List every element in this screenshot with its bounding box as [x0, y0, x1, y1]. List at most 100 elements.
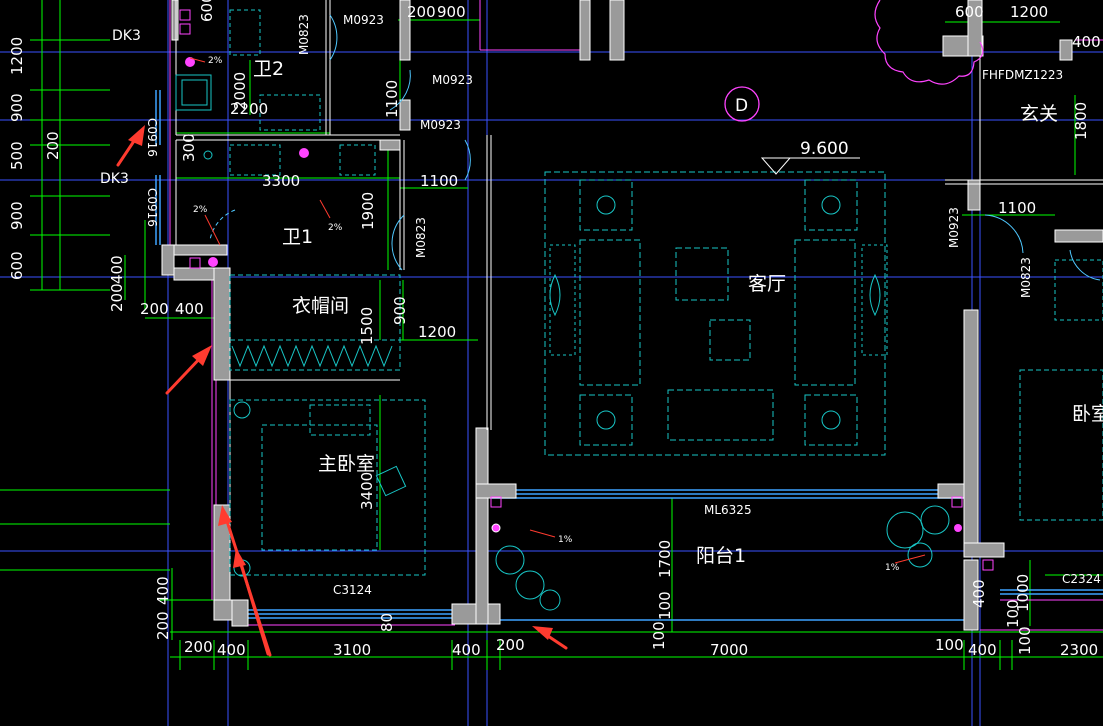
- furniture-bath: [175, 9, 1103, 521]
- label-m0923-right: M0923: [947, 207, 961, 248]
- dim-bot-100a: 100: [935, 636, 964, 654]
- annotation-arrows: [116, 125, 568, 657]
- room-label-zhuwo: 主卧室: [318, 453, 375, 475]
- dim-top-900: 900: [437, 3, 466, 21]
- dim-400r: 400: [970, 579, 988, 608]
- dims-top: 200 900 600 1200 400: [407, 3, 1101, 51]
- dim-300: 300: [180, 133, 198, 162]
- dim-600: 600: [198, 0, 216, 22]
- dim-100r: 100: [1004, 599, 1022, 628]
- elevation-marker: [760, 157, 860, 175]
- dim-200l: 200: [154, 611, 172, 640]
- furniture-bedroom: [229, 274, 426, 576]
- axis-bubble: [724, 86, 760, 122]
- dim-bot-7000: 7000: [710, 641, 748, 659]
- dim-bot-400b: 400: [452, 641, 481, 659]
- dim-left-1200: 1200: [8, 37, 26, 75]
- dim-top-1200: 1200: [1010, 3, 1048, 21]
- label-slope-1: 2%: [208, 56, 223, 66]
- label-slope-3: 2%: [193, 205, 208, 215]
- label-c2324: C2324: [1062, 572, 1101, 586]
- label-fhfdmz: FHFDMZ1223: [982, 68, 1063, 82]
- dim-1500: 1500: [358, 307, 376, 345]
- dim-left-600: 600: [8, 251, 26, 280]
- label-m0823-right: M0823: [1019, 257, 1033, 298]
- axis-label-d: D: [735, 96, 748, 116]
- dims-interior: 2000 2200 1100 300 3300 1100 1900 200 40…: [140, 0, 1090, 650]
- dim-top-400: 400: [1072, 33, 1101, 51]
- dim-bot-2300: 2300: [1060, 641, 1098, 659]
- dim-2000: 2000: [231, 72, 249, 110]
- dim-200-400-b: 400: [175, 300, 204, 318]
- label-elevation: 9.600: [800, 139, 849, 159]
- dim-left-500: 500: [8, 141, 26, 170]
- dim-left-400a: 400: [108, 255, 126, 284]
- dim-bot-400a: 400: [217, 641, 246, 659]
- dim-left-200: 200: [44, 131, 62, 160]
- furniture-living: [544, 171, 886, 456]
- dim-left-200b: 200: [108, 283, 126, 312]
- dim-left-900b: 900: [8, 201, 26, 230]
- walls: [161, 0, 1103, 631]
- dim-400l: 400: [154, 576, 172, 605]
- dim-1200: 1200: [418, 323, 456, 341]
- label-m0823-b: M0823: [414, 217, 428, 258]
- dims-bottom: 200 400 3100 400 200 7000 100 400 2300 1…: [184, 626, 1098, 659]
- dim-bot-3100: 3100: [333, 641, 371, 659]
- windows: [155, 90, 1103, 621]
- room-label-xuanguan: 玄关: [1020, 103, 1058, 125]
- dim-900: 900: [391, 296, 409, 325]
- label-c0916-b: C0916: [145, 188, 159, 227]
- dim-bot-200b: 200: [496, 636, 525, 654]
- dim-1000: 1000: [1014, 574, 1032, 612]
- dim-200-400-a: 200: [140, 300, 169, 318]
- dim-1800: 1800: [1072, 102, 1090, 140]
- room-label-wei2: 卫2: [253, 58, 284, 80]
- room-label-yimao: 衣帽间: [292, 295, 349, 317]
- room-label-wo: 卧室: [1072, 403, 1103, 425]
- dim-2200: 2200: [230, 100, 268, 118]
- label-ml6325: ML6325: [704, 503, 752, 517]
- dim-3300: 3300: [262, 172, 300, 190]
- furniture-living-solid: [549, 195, 888, 430]
- room-label-yangtai: 阳台1: [696, 545, 746, 567]
- furniture-bedroom-solid: [231, 344, 407, 577]
- label-m0823-a: M0823: [297, 14, 311, 55]
- dim-100v: 100: [656, 591, 674, 620]
- label-m0923-c: M0923: [420, 118, 461, 132]
- label-dk3-top: DK3: [112, 28, 141, 44]
- slope-arrows: [189, 57, 926, 564]
- dim-bot-400c: 400: [968, 641, 997, 659]
- dim-top-600: 600: [955, 3, 984, 21]
- label-slope-4: 1%: [558, 535, 573, 545]
- vertical-labels: M0823 M0823 C0916 C0916 M0923 M0823: [145, 14, 1033, 298]
- dim-3400: 3400: [358, 472, 376, 510]
- dimension-lines: [0, 0, 1103, 670]
- dim-1900: 1900: [359, 192, 377, 230]
- plant-icons: [495, 505, 950, 611]
- fixtures: [179, 9, 994, 571]
- dim-1700: 1700: [656, 540, 674, 578]
- label-m0923-a: M0923: [343, 13, 384, 27]
- room-label-wei1: 卫1: [282, 226, 313, 248]
- room-label-keting: 客厅: [748, 273, 786, 295]
- dim-top-200: 200: [407, 3, 436, 21]
- dim-bot-200a: 200: [184, 638, 213, 656]
- door-swings: [209, 14, 1101, 281]
- tree-cloud: [874, 0, 984, 85]
- dim-1100r: 1100: [998, 199, 1036, 217]
- dim-1100a: 1100: [383, 80, 401, 118]
- dim-100v2: 100: [650, 621, 668, 650]
- dim-80: 80: [378, 613, 396, 632]
- label-c3124: C3124: [333, 583, 372, 597]
- label-dk3-mid: DK3: [100, 171, 129, 187]
- dim-bot-100b: 100: [1016, 626, 1034, 655]
- label-m0923-b: M0923: [432, 73, 473, 87]
- label-slope-2: 2%: [328, 223, 343, 233]
- label-slope-5: 1%: [885, 563, 900, 573]
- label-c0916-a: C0916: [145, 118, 159, 157]
- dim-1100b: 1100: [420, 172, 458, 190]
- dims-left: 1200 900 500 900 600 200 400 200: [8, 37, 126, 312]
